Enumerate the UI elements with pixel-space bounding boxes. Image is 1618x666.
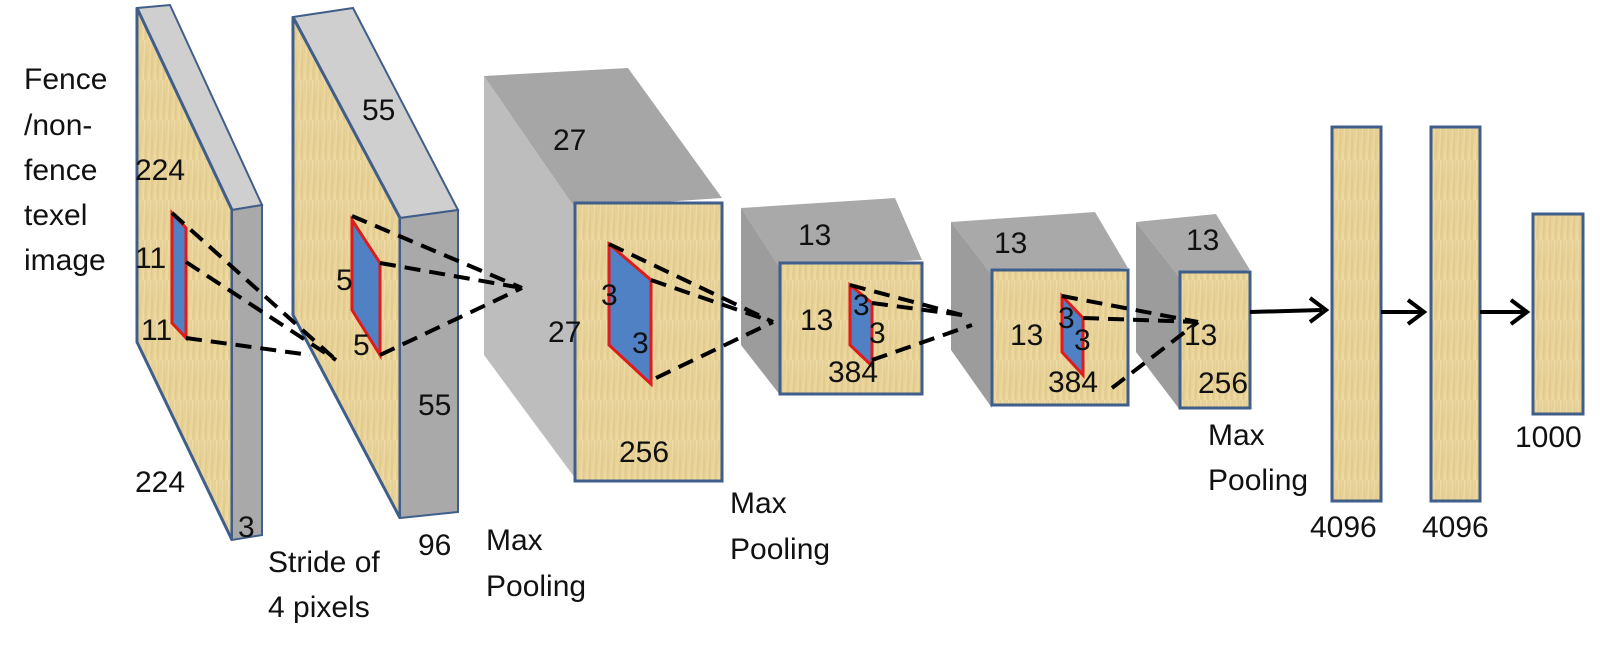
conv2-block: [483, 66, 724, 483]
input-label-line-4: texel: [24, 199, 87, 232]
input-kernel-h-label: 11: [135, 242, 166, 275]
conv1-kernel-w-label: 5: [353, 329, 370, 362]
input-layer: [135, 3, 264, 542]
conv4-kernel-window: [1060, 292, 1085, 379]
conv5-width-label: 13: [1184, 319, 1217, 352]
conv4-height-label: 13: [994, 227, 1027, 260]
input-height-label: 224: [135, 154, 185, 187]
conv3-kernel-w-label: 3: [869, 317, 886, 350]
input-kernel-window: [170, 209, 188, 342]
conv1-side-face: [399, 208, 459, 520]
conv3-depth-label: 384: [828, 356, 878, 389]
arrow-head-fc8: [1509, 298, 1531, 326]
projection-conv4-conv5: [1061, 294, 1200, 390]
conv2-depth-label: 256: [619, 436, 669, 469]
projection-conv2-conv3: [608, 242, 774, 380]
conv4-width-label: 13: [1010, 319, 1043, 352]
fc8-bar: [1531, 212, 1585, 416]
fc8-size-label: 1000: [1515, 421, 1582, 454]
pool3-note-line-1: Max: [1208, 419, 1265, 452]
conv4-kernel-w-label: 3: [1074, 324, 1091, 357]
conv1-depth-label: 96: [418, 529, 451, 562]
conv4-front-face: [990, 268, 1130, 407]
input-label-line-2: /non-: [24, 109, 92, 142]
conv2-height-label: 27: [553, 124, 586, 157]
input-depth-label: 3: [238, 511, 255, 544]
conv2-kernel-w-label: 3: [632, 327, 649, 360]
pool2-note-line-2: Pooling: [730, 533, 830, 566]
pool1-note-line-1: Max: [486, 524, 543, 557]
conv3-top-face: [741, 198, 922, 268]
projection-conv3-conv4: [849, 283, 973, 362]
arrow-head-fc6: [1308, 296, 1330, 324]
conv3-width-label: 13: [800, 304, 833, 337]
conv5-front-face: [1178, 270, 1252, 410]
arrow-head-fc7: [1406, 298, 1428, 326]
input-side-face: [231, 203, 263, 542]
fc6-bar: [1330, 125, 1383, 503]
pool2-note-line-1: Max: [730, 487, 787, 520]
fc7-bar: [1429, 125, 1482, 503]
conv4-block: [951, 212, 1130, 408]
conv5-side-face: [1136, 222, 1180, 410]
fc-arrows: [1249, 296, 1531, 326]
conv4-kernel-h-label: 3: [1058, 302, 1075, 335]
projection-input-conv1: [170, 211, 338, 362]
fc7-size-label: 4096: [1422, 511, 1489, 544]
projection-conv1-conv2: [351, 214, 523, 357]
conv4-depth-label: 384: [1048, 366, 1098, 399]
input-width-label: 224: [135, 466, 185, 499]
pool1-note-line-2: Pooling: [486, 570, 586, 603]
input-label-line-3: fence: [24, 154, 97, 187]
conv2-kernel-h-label: 3: [601, 279, 618, 312]
conv3-side-face: [741, 208, 780, 395]
input-label-line-5: image: [24, 244, 106, 277]
conv1-kernel-h-label: 5: [336, 264, 353, 297]
conv1-layer: [291, 6, 460, 520]
stride-note-line-2: 4 pixels: [268, 591, 370, 624]
pool3-note-line-2: Pooling: [1208, 464, 1308, 497]
conv2-front-face: [573, 201, 724, 483]
conv5-block: [1136, 214, 1252, 410]
conv3-kernel-h-label: 3: [853, 289, 870, 322]
conv3-kernel-window: [848, 281, 874, 370]
input-label-line-1: Fence: [24, 63, 107, 96]
conv2-width-label: 27: [548, 316, 581, 349]
conv1-width-label: 55: [418, 389, 451, 422]
conv5-top-face: [1136, 214, 1250, 278]
conv2-side-face: [484, 76, 575, 478]
conv2-kernel-window: [607, 240, 653, 388]
arrow-conv5-fc6: [1249, 308, 1323, 314]
input-kernel-w-label: 11: [141, 314, 172, 347]
fc6-size-label: 4096: [1310, 511, 1377, 544]
conv4-top-face: [951, 212, 1128, 275]
conv1-height-label: 55: [362, 94, 395, 127]
conv4-side-face: [951, 222, 992, 408]
conv2-top-face: [484, 68, 722, 208]
conv5-height-label: 13: [1186, 224, 1219, 257]
conv5-depth-label: 256: [1198, 367, 1248, 400]
conv3-height-label: 13: [798, 219, 831, 252]
stride-note-line-1: Stride of: [268, 546, 380, 579]
